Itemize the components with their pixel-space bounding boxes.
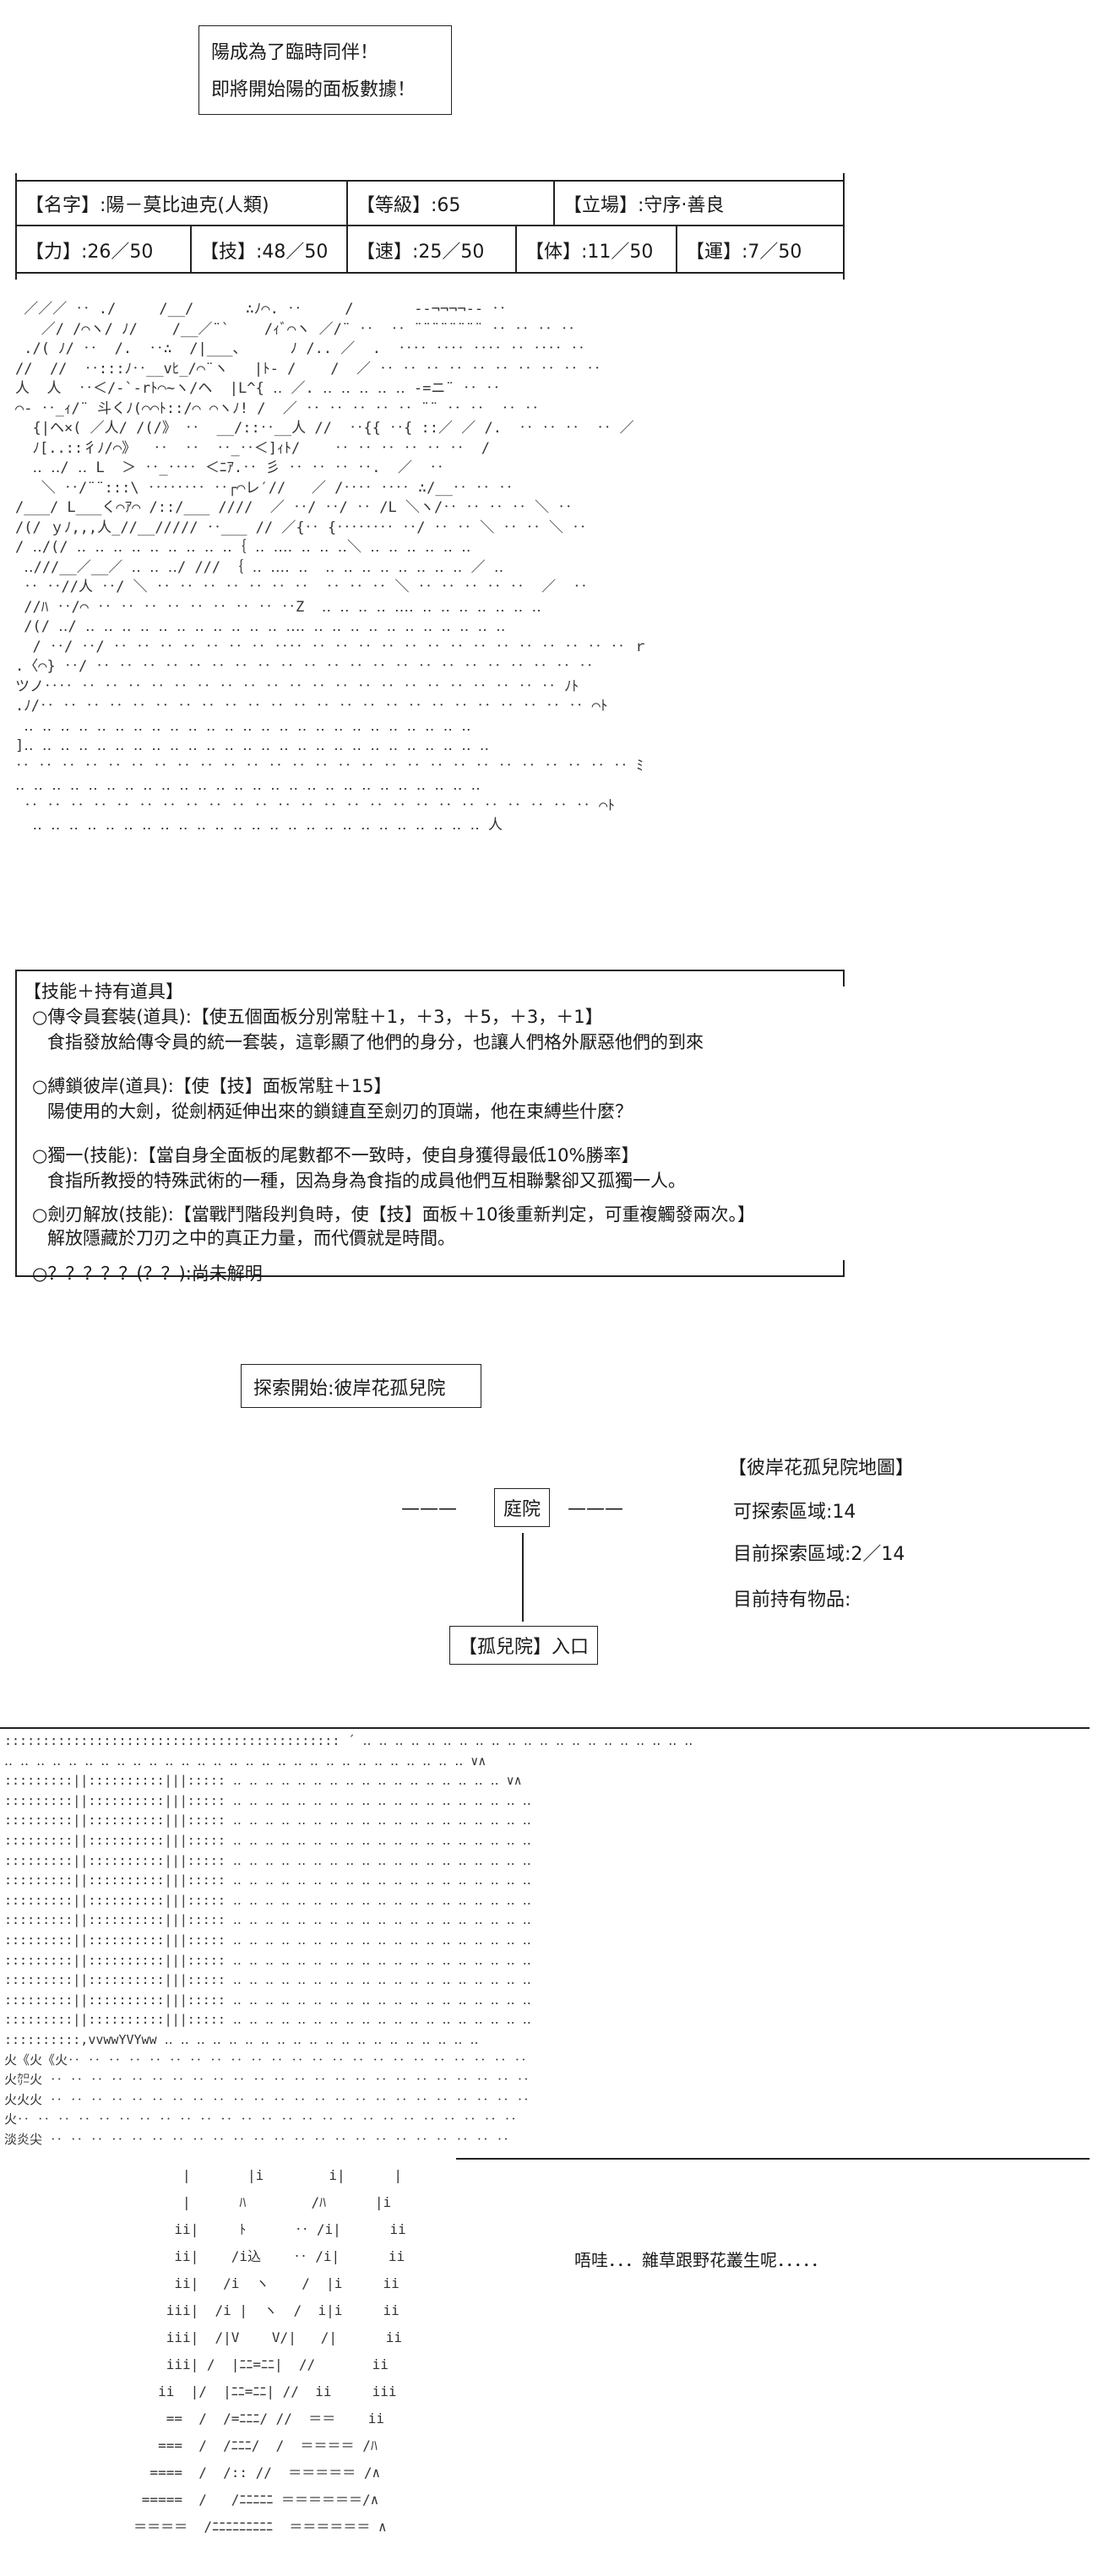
scene-caption: 唔哇．．．雜草跟野花叢生呢．．．．． (574, 2250, 828, 2270)
explore-start-label: 探索開始:彼岸花孤兒院 (253, 1378, 446, 1399)
skill-desc: 陽使用的大劍，從劍柄延伸出來的鎖鏈直至劍刃的頂端，他在束縛些什麼？ (47, 1101, 633, 1122)
scene-rule (456, 2158, 1090, 2160)
map-title: 【彼岸花孤兒院地圖】 (728, 1458, 915, 1479)
explore-start-box: 探索開始:彼岸花孤兒院 (241, 1364, 481, 1408)
skill-head: ○劍刃解放(技能):【當戰鬥階段判負時，使【技】面板＋10後重新判定，可重複觸發… (32, 1204, 756, 1225)
stats-divider (553, 180, 555, 225)
narration-box-top: 陽成為了臨時同伴！ 即將開始陽的面板數據！ (198, 25, 452, 115)
stat-technique: 【技】:48／50 (200, 242, 329, 263)
character-ascii-art: ／／／ ‥ ./ /__/ ∴ﾉ⌒. ‥ / ‐‐¬¬¬¬‐‐ ‥ ／/ /⌒ヽ… (15, 301, 649, 834)
stats-divider (190, 225, 192, 272)
skill-head: ○？？？？？(？？):尚未解明 (32, 1264, 263, 1284)
skill-desc: 食指發放給傳令員的統一套裝，這彰顯了他們的身分，也讓人們格外厭惡他們的到來 (47, 1032, 704, 1052)
stat-luck: 【運】:7／50 (686, 242, 802, 263)
stat-name: 【名字】:陽－莫比迪克(人類) (25, 195, 269, 216)
skills-rule (15, 970, 845, 971)
stat-level: 【等級】:65 (356, 195, 461, 216)
stats-rule (15, 225, 845, 226)
figure-ascii-art: | |i i| | | ﾊ /ﾊ |i ii| ﾄ ‥ /i| ii ii| /… (133, 2167, 406, 2535)
map-dash-left: ——— (401, 1498, 457, 1519)
skills-rule (15, 970, 17, 1275)
map-node-entrance[interactable]: 【孤兒院】入口 (449, 1626, 599, 1665)
map-explorable-count: 可探索區域:14 (733, 1502, 856, 1523)
map-connector (522, 1533, 524, 1622)
stats-divider (515, 225, 517, 272)
skills-rule (843, 1260, 845, 1275)
stats-rule (15, 180, 845, 182)
narration-line: 陽成為了臨時同伴！ (211, 42, 379, 63)
skill-head: ○獨一(技能):【當自身全面板的尾數都不一致時，使自身獲得最低10%勝率】 (32, 1145, 639, 1166)
orphanage-scene-ascii-art: ::::::::::::::::::::::::::::::::::::::::… (4, 1733, 693, 2147)
stat-strength: 【力】:26／50 (25, 242, 154, 263)
skills-title: 【技能＋持有道具】 (24, 981, 183, 1002)
map-node-label: 【孤兒院】入口 (459, 1637, 590, 1658)
map-node-label: 庭院 (503, 1499, 541, 1520)
skills-rule (15, 1275, 845, 1277)
map-dash-right: ——— (568, 1498, 623, 1519)
map-held-items: 目前持有物品: (733, 1590, 851, 1611)
stats-divider (346, 225, 348, 272)
stat-alignment: 【立場】:守序‧善良 (563, 195, 725, 216)
skill-desc: 解放隱藏於刀刃之中的真正力量，而代價就是時間。 (47, 1228, 455, 1248)
stats-divider (676, 225, 677, 272)
skill-head: ○傳令員套裝(道具):【使五個面板分別常駐＋1，＋3，＋5，＋3，＋1】 (32, 1007, 603, 1027)
map-node-courtyard[interactable]: 庭院 (494, 1488, 551, 1527)
stats-rule (843, 173, 845, 280)
stat-body: 【体】:11／50 (525, 242, 654, 263)
map-current-area: 目前探索區域:2／14 (733, 1544, 905, 1565)
scene-rule (0, 1727, 1090, 1729)
stats-rule (15, 173, 17, 280)
skill-desc: 食指所教授的特殊武術的一種，因為身為食指的成員他們互相聯繫卻又孤獨一人。 (47, 1171, 686, 1191)
skills-rule (843, 970, 845, 986)
stat-speed: 【速】:25／50 (356, 242, 485, 263)
stats-divider (346, 180, 348, 225)
stats-rule (15, 272, 845, 274)
narration-line: 即將開始陽的面板數據！ (211, 79, 416, 101)
skill-head: ○縛鎖彼岸(道具):【使【技】面板常駐＋15】 (32, 1076, 392, 1096)
